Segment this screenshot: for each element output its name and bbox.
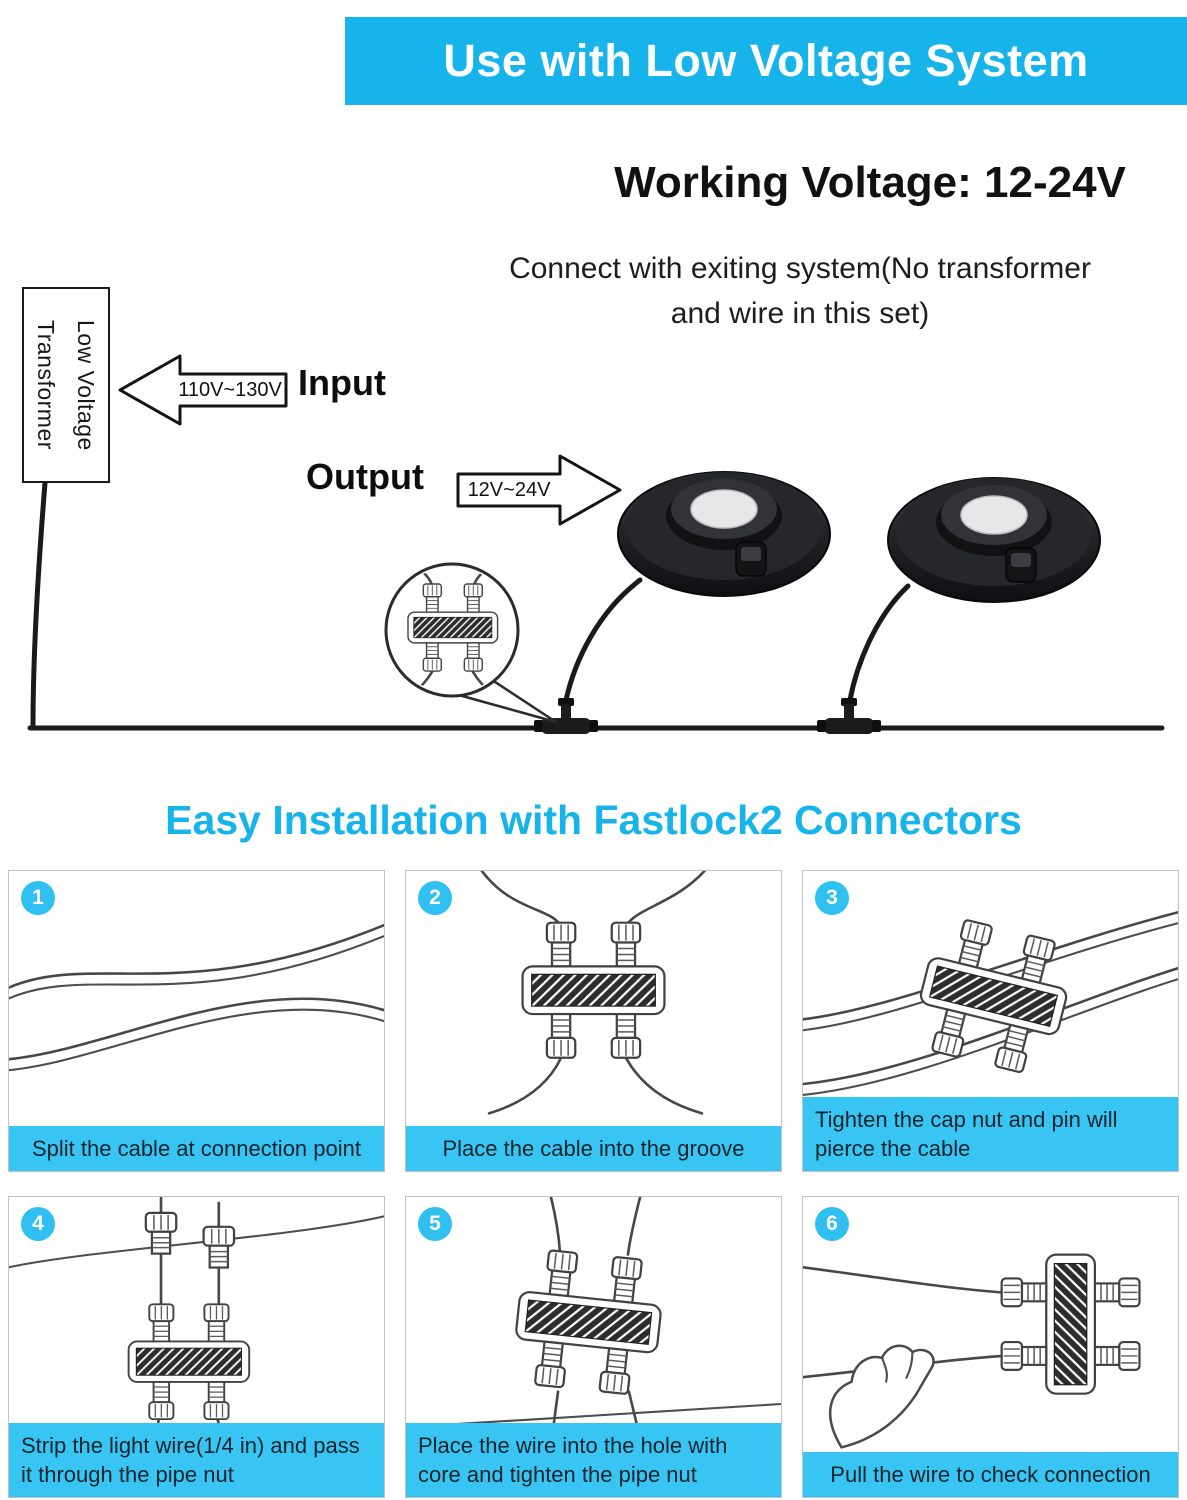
step-caption: Place the cable into the groove	[406, 1125, 781, 1171]
step-3-illustration	[803, 910, 1178, 1096]
right-arrow-icon	[456, 454, 622, 526]
banner-title: Use with Low Voltage System	[443, 35, 1089, 86]
system-note-line2: and wire in this set)	[670, 297, 930, 330]
step-caption: Strip the light wire(1/4 in) and pass it…	[9, 1422, 384, 1497]
input-arrow: 110V~130V	[118, 350, 288, 430]
step-2-illustration	[480, 871, 707, 1115]
wiring-illustration	[27, 471, 1165, 734]
input-label: Input	[298, 362, 386, 403]
step-6-illustration	[803, 1253, 1141, 1449]
working-voltage-heading: Working Voltage: 12-24V	[614, 158, 1126, 207]
step-caption: Split the cable at connection point	[9, 1125, 384, 1171]
step-panel-2: 2 Place the cable into the groove	[405, 870, 782, 1172]
title-banner: Use with Low Voltage System	[345, 17, 1187, 105]
step-panel-6: 6 Pull the wire to check connection	[802, 1196, 1179, 1498]
installation-steps-grid: 1 Split the cable at connection point 2 …	[8, 870, 1179, 1498]
install-section-heading: Easy Installation with Fastlock2 Connect…	[165, 797, 1022, 843]
step-number-badge: 1	[21, 881, 55, 915]
deck-light-1	[617, 471, 831, 597]
step-panel-4: 4 Strip the light wire(1/4 in) and pass …	[8, 1196, 385, 1498]
step-caption: Tighten the cap nut and pin will pierce …	[803, 1096, 1178, 1171]
step-panel-1: 1 Split the cable at connection point	[8, 870, 385, 1172]
deck-light-2	[887, 477, 1101, 603]
input-voltage-value: 110V~130V	[178, 378, 282, 401]
step-panel-3: 3 Tighten the cap nut and pin will pierc…	[802, 870, 1179, 1172]
output-voltage-value: 12V~24V	[467, 478, 551, 501]
left-arrow-icon	[118, 354, 288, 426]
system-note-line1: Connect with exiting system(No transform…	[509, 252, 1091, 285]
step-panel-5: 5 Place the wire into the hole with core…	[405, 1196, 782, 1498]
step-number-badge: 5	[418, 1207, 452, 1241]
step-caption: Place the wire into the hole with core a…	[406, 1422, 781, 1497]
step-number-badge: 2	[418, 881, 452, 915]
output-arrow: 12V~24V	[456, 450, 622, 530]
t-connector-2	[817, 698, 881, 734]
transformer-label-line1: Low Voltage	[73, 319, 99, 451]
transformer-label-line2: Transformer	[33, 320, 59, 450]
step-number-badge: 6	[815, 1207, 849, 1241]
output-label: Output	[306, 456, 424, 497]
step-number-badge: 4	[21, 1207, 55, 1241]
step-1-illustration	[9, 923, 384, 1072]
connector-magnifier	[384, 562, 558, 724]
step-caption: Pull the wire to check connection	[803, 1451, 1178, 1497]
transformer-box: Low Voltage Transformer	[22, 287, 110, 483]
wiring-diagram: Low Voltage Transformer 110V~130V Input …	[0, 280, 1187, 780]
step-number-badge: 3	[815, 881, 849, 915]
system-note: Connect with exiting system(No transform…	[413, 246, 1187, 336]
hand-icon	[828, 1344, 935, 1449]
